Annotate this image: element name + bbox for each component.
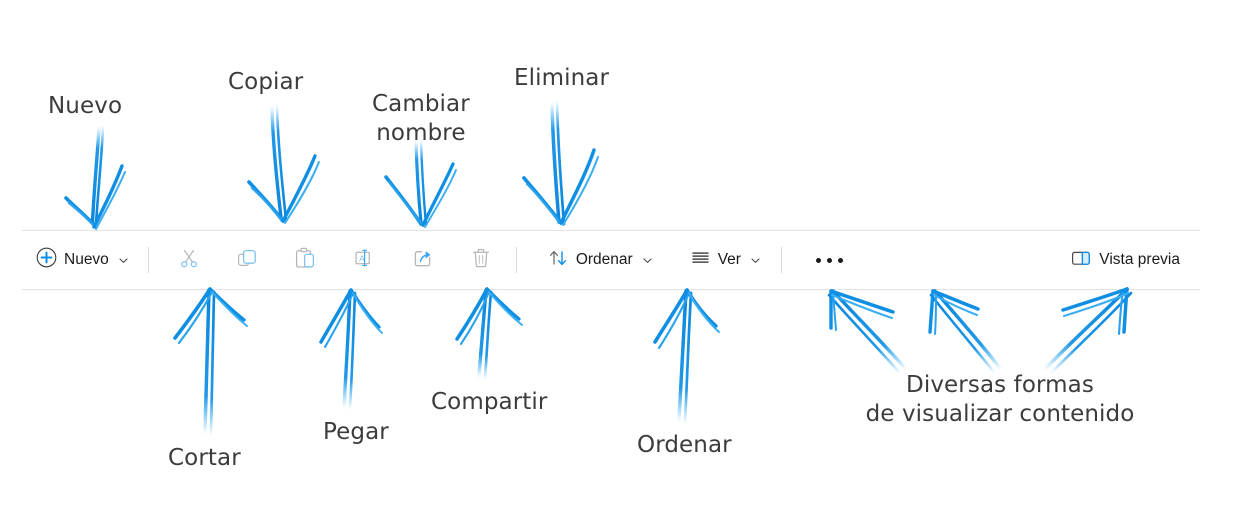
annotation-compartir: Compartir bbox=[431, 389, 548, 415]
copy-button[interactable] bbox=[225, 242, 269, 278]
share-icon bbox=[411, 246, 435, 275]
scissors-icon bbox=[177, 246, 201, 275]
annotation-diversas-formas: Diversas formas de visualizar contenido bbox=[865, 372, 1135, 427]
annotation-cortar: Cortar bbox=[168, 445, 241, 471]
arrow-ver bbox=[827, 289, 907, 374]
arrow-ordenar bbox=[653, 288, 720, 424]
toolbar-separator bbox=[780, 247, 782, 273]
new-button-label: Nuevo bbox=[64, 251, 109, 268]
more-options-button[interactable] bbox=[806, 242, 853, 278]
arrow-mas-opciones bbox=[928, 289, 1002, 374]
sort-arrows-icon bbox=[547, 247, 569, 274]
annotation-copiar: Copiar bbox=[228, 69, 304, 95]
split-pane-icon bbox=[1070, 248, 1092, 273]
preview-button[interactable]: Vista previa bbox=[1062, 242, 1188, 278]
ellipsis-icon bbox=[815, 257, 843, 263]
toolbar-separator bbox=[147, 247, 149, 273]
sort-button-label: Ordenar bbox=[575, 251, 633, 268]
chevron-down-icon[interactable] bbox=[750, 255, 760, 265]
trash-icon bbox=[469, 246, 493, 275]
preview-button-label: Vista previa bbox=[1099, 251, 1180, 268]
arrow-compartir bbox=[455, 287, 523, 380]
paste-icon bbox=[293, 246, 317, 275]
rename-button[interactable]: A bbox=[341, 242, 387, 278]
share-button[interactable] bbox=[401, 242, 445, 278]
circle-plus-icon bbox=[36, 247, 57, 273]
annotation-nuevo: Nuevo bbox=[48, 93, 123, 119]
file-explorer-toolbar: Nuevo bbox=[22, 230, 1200, 290]
rename-icon: A bbox=[351, 246, 377, 275]
annotation-eliminar: Eliminar bbox=[514, 65, 610, 91]
svg-text:A: A bbox=[359, 253, 365, 263]
annotation-pegar: Pegar bbox=[323, 419, 389, 445]
chevron-down-icon[interactable] bbox=[118, 255, 128, 265]
copy-icon bbox=[235, 246, 259, 275]
toolbar-separator bbox=[515, 247, 517, 273]
sort-button[interactable]: Ordenar bbox=[539, 242, 660, 278]
paste-button[interactable] bbox=[283, 242, 327, 278]
arrow-cambiar-nombre bbox=[384, 139, 457, 228]
view-lines-icon bbox=[690, 247, 711, 273]
arrow-nuevo bbox=[64, 125, 126, 230]
arrow-cortar bbox=[173, 287, 248, 436]
delete-button[interactable] bbox=[459, 242, 503, 278]
arrow-pegar bbox=[319, 288, 383, 410]
chevron-down-icon[interactable] bbox=[642, 255, 652, 265]
annotation-ordenar: Ordenar bbox=[637, 432, 732, 458]
cut-button[interactable] bbox=[167, 242, 211, 278]
arrow-eliminar bbox=[522, 100, 599, 226]
arrow-vista-previa bbox=[1044, 287, 1133, 374]
view-button-label: Ver bbox=[717, 251, 741, 268]
arrow-copiar bbox=[247, 104, 320, 224]
annotation-cambiar-nombre: Cambiar nombre bbox=[372, 91, 470, 146]
new-button[interactable]: Nuevo bbox=[22, 242, 136, 278]
view-button[interactable]: Ver bbox=[682, 242, 768, 278]
